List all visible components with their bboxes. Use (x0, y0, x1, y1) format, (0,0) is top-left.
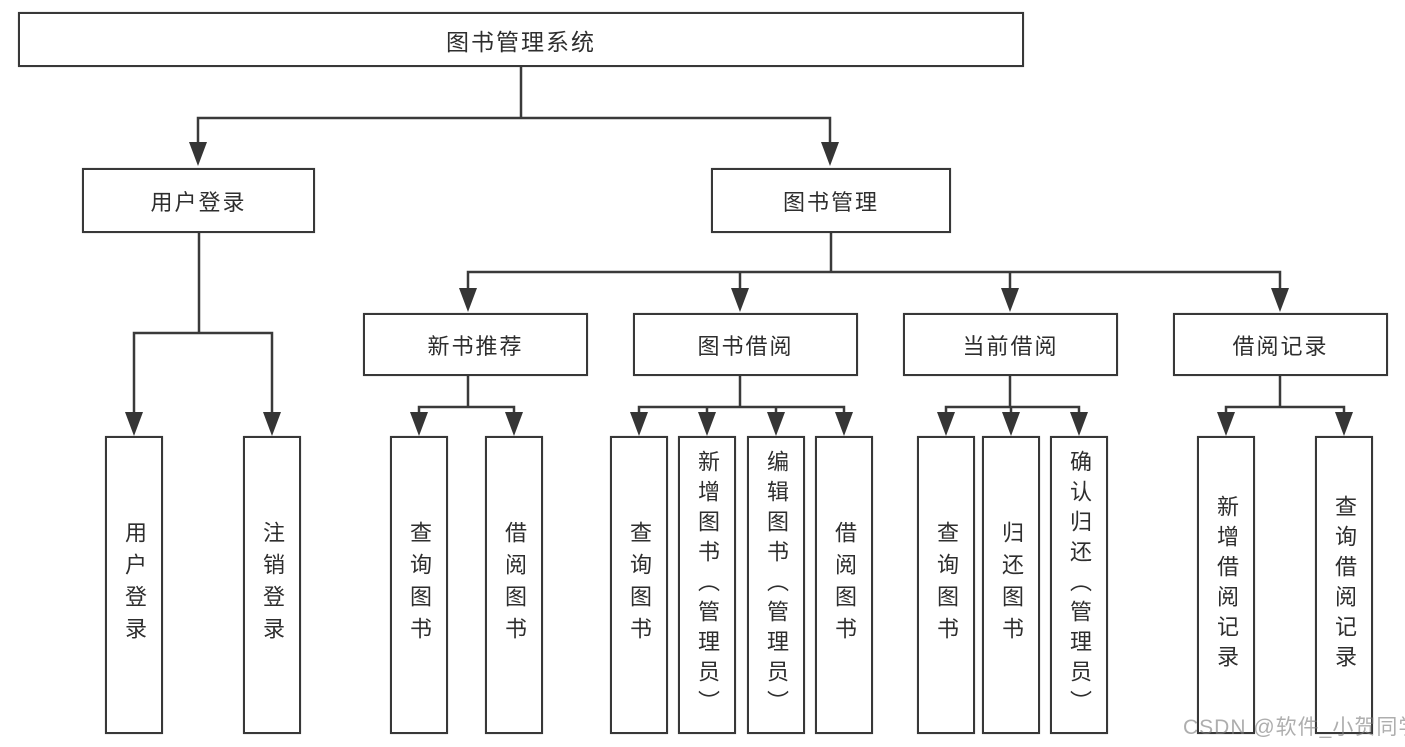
node-new-book-recommend: 新书推荐 (363, 313, 588, 376)
node-book-borrow: 图书借阅 (633, 313, 858, 376)
node-leaf-user-login: 用户登录 (105, 436, 163, 734)
node-leaf-query-books-current: 查询图书 (917, 436, 975, 734)
node-current-borrow: 当前借阅 (903, 313, 1118, 376)
node-leaf-query-books-recommend: 查询图书 (390, 436, 448, 734)
node-leaf-borrow-books: 借阅图书 (815, 436, 873, 734)
node-leaf-logout: 注销登录 (243, 436, 301, 734)
node-leaf-return-books: 归还图书 (982, 436, 1040, 734)
node-leaf-query-books-borrow: 查询图书 (610, 436, 668, 734)
node-borrow-records: 借阅记录 (1173, 313, 1388, 376)
node-leaf-query-borrow-record: 查询借阅记录 (1315, 436, 1373, 734)
node-leaf-borrow-books-recommend: 借阅图书 (485, 436, 543, 734)
node-book-management: 图书管理 (711, 168, 951, 233)
node-library-management-system: 图书管理系统 (18, 12, 1024, 67)
node-leaf-confirm-return-admin: 确认归还（管理员） (1050, 436, 1108, 734)
node-leaf-add-books-admin: 新增图书（管理员） (678, 436, 736, 734)
csdn-watermark: CSDN @软件_小贺同学 (1183, 716, 1405, 739)
node-leaf-add-borrow-record: 新增借阅记录 (1197, 436, 1255, 734)
node-leaf-edit-books-admin: 编辑图书（管理员） (747, 436, 805, 734)
node-user-login: 用户登录 (82, 168, 315, 233)
